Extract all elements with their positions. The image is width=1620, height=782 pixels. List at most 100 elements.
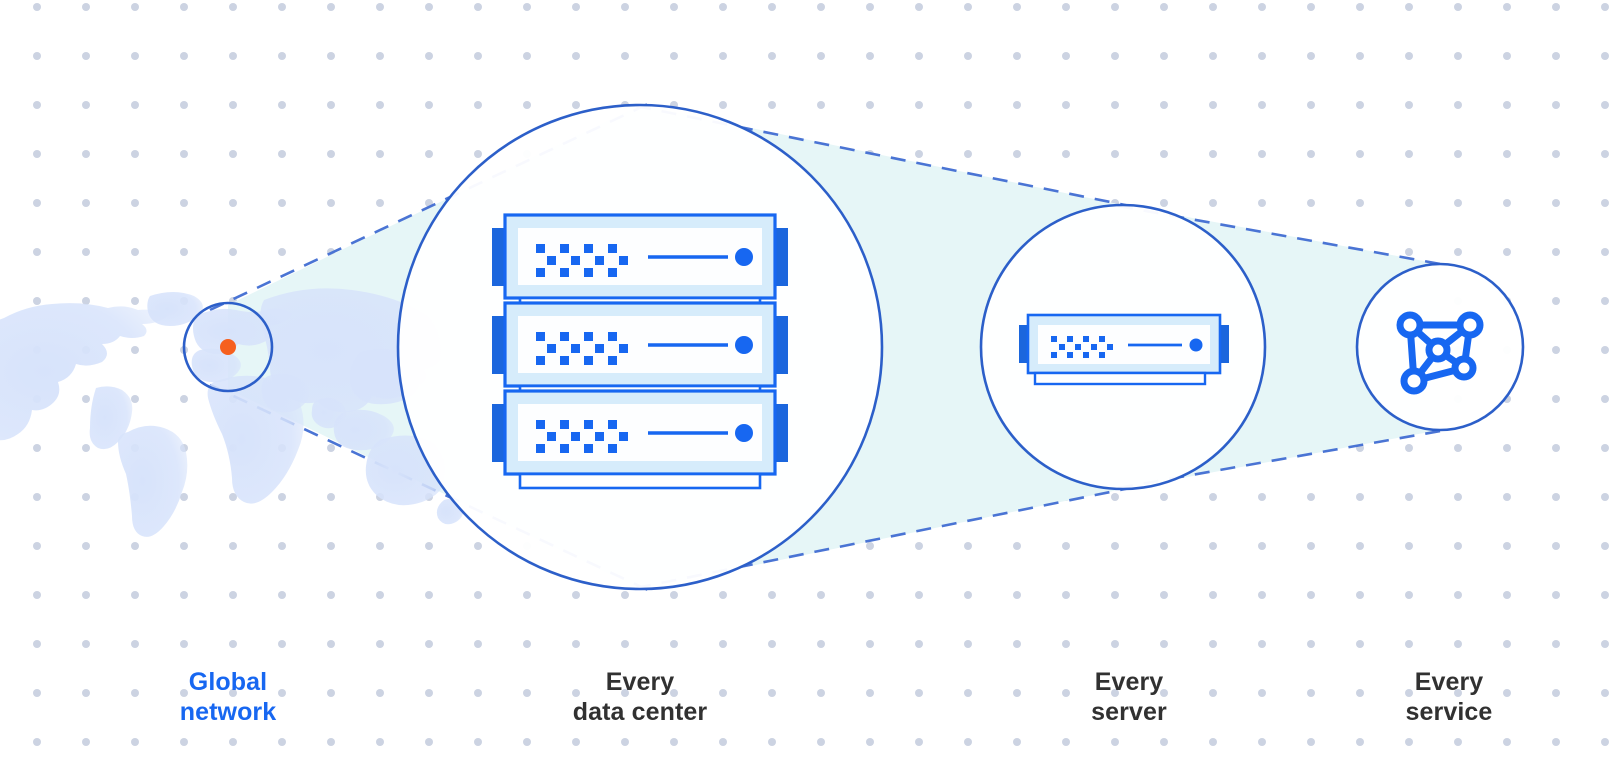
- grid-dot: [1062, 150, 1070, 158]
- grid-dot: [180, 640, 188, 648]
- grid-dot: [474, 52, 482, 60]
- grid-dot: [1160, 542, 1168, 550]
- grid-dot: [33, 101, 41, 109]
- grid-dot: [1062, 542, 1070, 550]
- grid-dot: [82, 738, 90, 746]
- grid-dot: [1160, 199, 1168, 207]
- grid-dot: [1552, 52, 1560, 60]
- grid-dot: [376, 689, 384, 697]
- grid-dot: [719, 689, 727, 697]
- grid-dot: [1503, 52, 1511, 60]
- grid-dot: [1209, 493, 1217, 501]
- grid-dot: [1552, 689, 1560, 697]
- grid-dot: [82, 395, 90, 403]
- server-led-grid: [536, 244, 628, 277]
- grid-dot: [376, 101, 384, 109]
- grid-dot: [1209, 689, 1217, 697]
- grid-dot: [131, 591, 139, 599]
- grid-dot: [1013, 591, 1021, 599]
- grid-dot: [1405, 493, 1413, 501]
- server-unit: [492, 389, 788, 490]
- grid-dot: [1405, 542, 1413, 550]
- grid-dot: [1209, 738, 1217, 746]
- grid-dot: [621, 738, 629, 746]
- grid-dot: [621, 689, 629, 697]
- grid-dot: [229, 689, 237, 697]
- grid-dot: [768, 591, 776, 599]
- server-unit: [492, 213, 788, 314]
- grid-dot: [1503, 3, 1511, 11]
- grid-dot: [1258, 493, 1266, 501]
- server-connector: [1033, 371, 1207, 386]
- grid-dot: [82, 297, 90, 305]
- grid-dot: [1601, 640, 1609, 648]
- grid-dot: [1307, 493, 1315, 501]
- grid-dot: [1503, 444, 1511, 452]
- grid-dot: [1601, 591, 1609, 599]
- grid-dot: [376, 640, 384, 648]
- grid-dot: [621, 3, 629, 11]
- grid-dot: [768, 689, 776, 697]
- grid-dot: [1013, 542, 1021, 550]
- grid-dot: [1013, 101, 1021, 109]
- grid-dot: [1454, 101, 1462, 109]
- grid-dot: [278, 640, 286, 648]
- grid-dot: [866, 689, 874, 697]
- grid-dot: [866, 738, 874, 746]
- grid-dot: [1209, 101, 1217, 109]
- service-network-icon: [1396, 311, 1484, 395]
- grid-dot: [866, 591, 874, 599]
- grid-dot: [1454, 3, 1462, 11]
- grid-dot: [1307, 199, 1315, 207]
- grid-dot: [82, 3, 90, 11]
- grid-dot: [670, 689, 678, 697]
- grid-dot: [817, 640, 825, 648]
- grid-dot: [180, 3, 188, 11]
- grid-dot: [1503, 199, 1511, 207]
- grid-dot: [1552, 346, 1560, 354]
- grid-dot: [964, 3, 972, 11]
- grid-dot: [327, 444, 335, 452]
- grid-dot: [1454, 150, 1462, 158]
- grid-dot: [1209, 150, 1217, 158]
- grid-dot: [1258, 591, 1266, 599]
- grid-dot: [768, 640, 776, 648]
- grid-dot: [33, 248, 41, 256]
- grid-dot: [33, 297, 41, 305]
- grid-dot: [1160, 738, 1168, 746]
- grid-dot: [1601, 248, 1609, 256]
- grid-dot: [33, 493, 41, 501]
- grid-dot: [278, 738, 286, 746]
- grid-dot: [131, 52, 139, 60]
- grid-dot: [229, 640, 237, 648]
- grid-dot: [1552, 101, 1560, 109]
- grid-dot: [1160, 3, 1168, 11]
- grid-dot: [327, 101, 335, 109]
- grid-dot: [229, 199, 237, 207]
- grid-dot: [180, 493, 188, 501]
- grid-dot: [1356, 493, 1364, 501]
- grid-dot: [33, 738, 41, 746]
- grid-dot: [82, 591, 90, 599]
- grid-dot: [915, 101, 923, 109]
- grid-dot: [425, 52, 433, 60]
- grid-dot: [425, 591, 433, 599]
- grid-dot: [1111, 150, 1119, 158]
- grid-dot: [131, 346, 139, 354]
- grid-dot: [1160, 101, 1168, 109]
- grid-dot: [131, 542, 139, 550]
- grid-dot: [866, 3, 874, 11]
- grid-dot: [33, 542, 41, 550]
- grid-dot: [33, 52, 41, 60]
- grid-dot: [33, 199, 41, 207]
- grid-dot: [1258, 199, 1266, 207]
- grid-dot: [82, 542, 90, 550]
- grid-dot: [131, 248, 139, 256]
- grid-dot: [1405, 101, 1413, 109]
- grid-dot: [180, 738, 188, 746]
- grid-dot: [572, 738, 580, 746]
- grid-dot: [229, 493, 237, 501]
- grid-dot: [327, 199, 335, 207]
- grid-dot: [1356, 640, 1364, 648]
